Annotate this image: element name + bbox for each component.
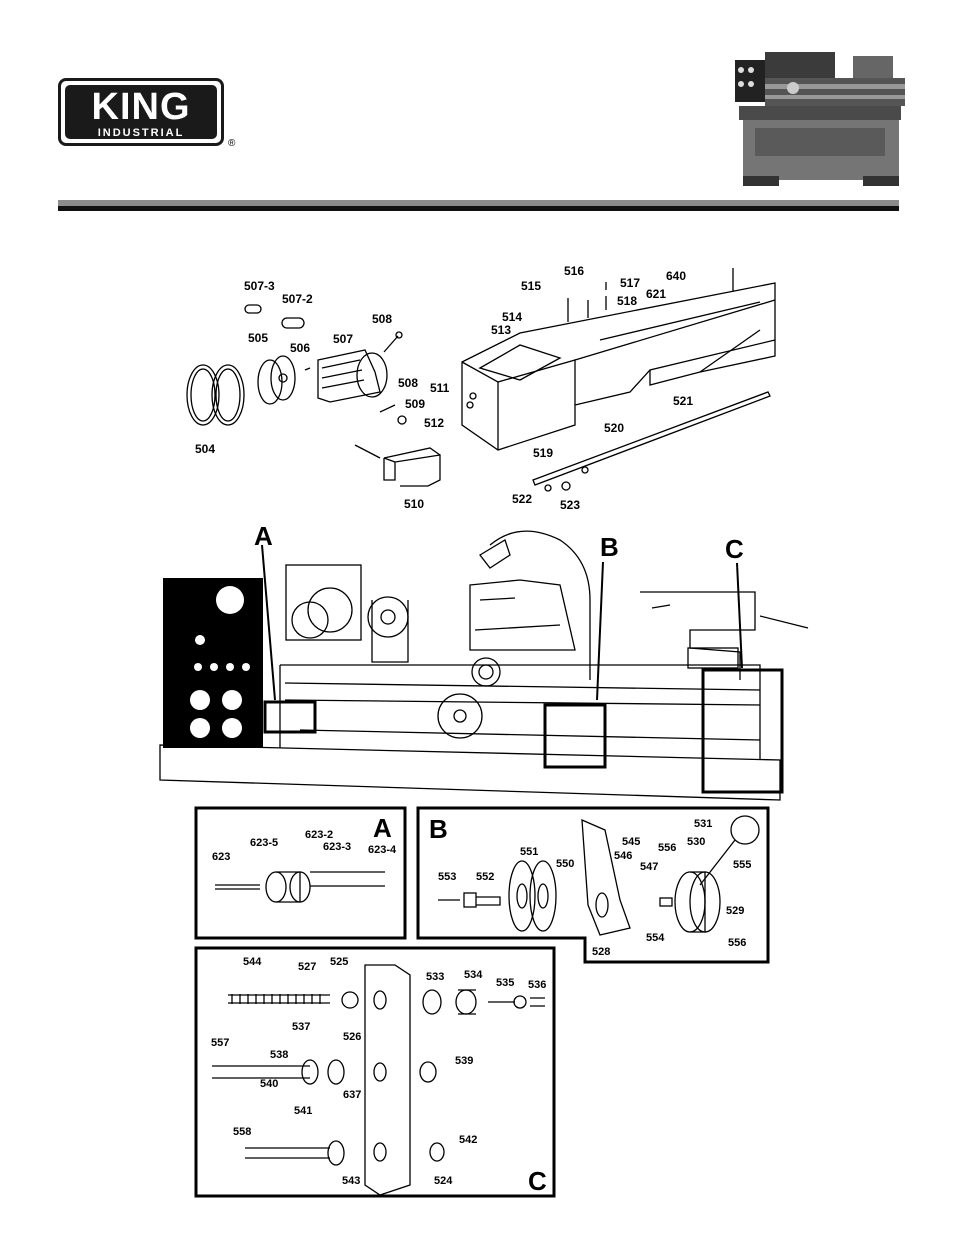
detail-letter-b-main: B bbox=[600, 532, 619, 562]
callout: 623-2 bbox=[305, 829, 333, 841]
callout: 519 bbox=[533, 446, 553, 460]
callout: 510 bbox=[404, 497, 424, 511]
callout: 538 bbox=[270, 1049, 288, 1061]
callout: 541 bbox=[294, 1105, 312, 1117]
callout: 505 bbox=[248, 331, 268, 345]
detail-letter-b-box: B bbox=[429, 814, 448, 844]
callout: 513 bbox=[491, 323, 511, 337]
callout: 556 bbox=[658, 842, 676, 854]
callout: 535 bbox=[496, 977, 514, 989]
callout: 558 bbox=[233, 1126, 251, 1138]
detail-letter-c-box: C bbox=[528, 1166, 547, 1196]
callout: 511 bbox=[430, 381, 450, 395]
callout: 524 bbox=[434, 1175, 453, 1187]
callout: 526 bbox=[343, 1031, 361, 1043]
callout: 523 bbox=[560, 498, 580, 512]
callout: 516 bbox=[564, 264, 584, 278]
callout: 540 bbox=[260, 1078, 278, 1090]
callout: 543 bbox=[342, 1175, 360, 1187]
callout: 504 bbox=[195, 442, 215, 456]
headstock-panel bbox=[163, 578, 263, 748]
callout: 531 bbox=[694, 818, 712, 830]
callout: 529 bbox=[726, 905, 744, 917]
callout: 527 bbox=[298, 961, 316, 973]
callout: 557 bbox=[211, 1037, 229, 1049]
callout: 534 bbox=[464, 969, 483, 981]
callout: 623-5 bbox=[250, 837, 278, 849]
callout: 550 bbox=[556, 858, 574, 870]
callout: 537 bbox=[292, 1021, 310, 1033]
callout: 539 bbox=[455, 1055, 473, 1067]
callout: 551 bbox=[520, 846, 538, 858]
callout: 545 bbox=[622, 836, 640, 848]
callout: 517 bbox=[620, 276, 640, 290]
callout: 623-4 bbox=[368, 844, 397, 856]
callout: 507-3 bbox=[244, 279, 275, 293]
callout: 528 bbox=[592, 946, 610, 958]
callout: 508 bbox=[372, 312, 392, 326]
callout: 637 bbox=[343, 1089, 361, 1101]
callout: 522 bbox=[512, 492, 532, 506]
callout: 512 bbox=[424, 416, 444, 430]
callout: 623 bbox=[212, 851, 230, 863]
callout: 552 bbox=[476, 871, 494, 883]
callout: 521 bbox=[673, 394, 693, 408]
callout: 536 bbox=[528, 979, 546, 991]
detail-letter-a-main: A bbox=[254, 521, 273, 551]
callout: 506 bbox=[290, 341, 310, 355]
callout: 546 bbox=[614, 850, 632, 862]
detail-letter-a-box: A bbox=[373, 813, 392, 843]
callout: 533 bbox=[426, 971, 444, 983]
callout: 547 bbox=[640, 861, 658, 873]
callout: 556 bbox=[728, 937, 746, 949]
callout: 515 bbox=[521, 279, 541, 293]
callout: 509 bbox=[405, 397, 425, 411]
callout: 530 bbox=[687, 836, 705, 848]
callout: 640 bbox=[666, 269, 686, 283]
callout: 621 bbox=[646, 287, 666, 301]
callout: 554 bbox=[646, 932, 665, 944]
callout: 520 bbox=[604, 421, 624, 435]
callout: 508 bbox=[398, 376, 418, 390]
callout: 525 bbox=[330, 956, 348, 968]
callout: 542 bbox=[459, 1134, 477, 1146]
callout: 518 bbox=[617, 294, 637, 308]
callout: 623-3 bbox=[323, 841, 351, 853]
callout: 555 bbox=[733, 859, 751, 871]
callout: 553 bbox=[438, 871, 456, 883]
callout: 544 bbox=[243, 956, 262, 968]
detail-letter-c-main: C bbox=[725, 534, 744, 564]
callout: 514 bbox=[502, 310, 522, 324]
callout: 507-2 bbox=[282, 292, 313, 306]
callout: 507 bbox=[333, 332, 353, 346]
